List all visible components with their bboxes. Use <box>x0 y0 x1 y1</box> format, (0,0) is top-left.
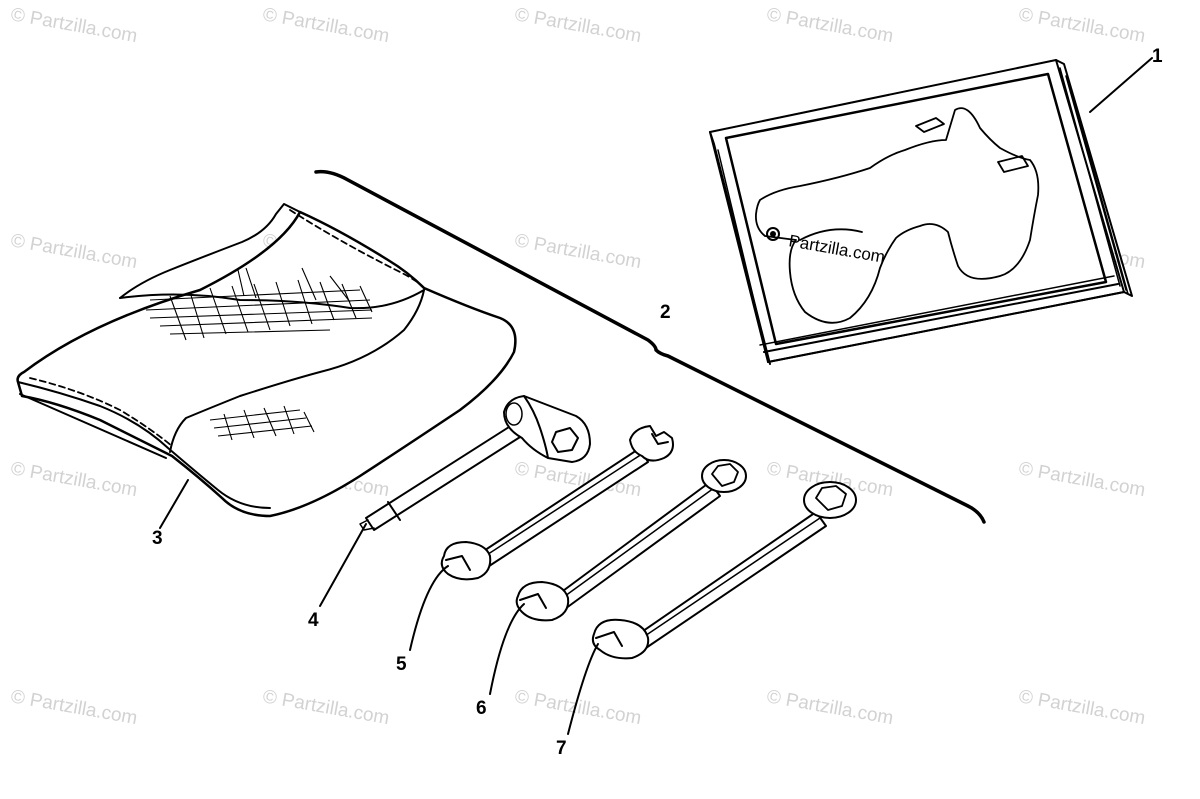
watermark-text: © Partzilla.com <box>261 686 391 729</box>
bag-texture <box>145 267 373 441</box>
watermark-text: © Partzilla.com <box>9 230 139 273</box>
watermark-text: © Partzilla.com <box>9 4 139 47</box>
watermark-text: © Partzilla.com <box>261 4 391 47</box>
wrench-7[interactable] <box>591 481 857 660</box>
callout-labels: 1 2 3 4 5 6 7 <box>152 46 1163 759</box>
callout-2[interactable]: 2 <box>660 302 671 323</box>
watermark-text: © Partzilla.com <box>513 686 643 729</box>
watermark-text: © Partzilla.com <box>1017 458 1147 501</box>
watermark-text: © Partzilla.com <box>9 458 139 501</box>
tool-kit-bracket <box>314 169 986 524</box>
owners-manual[interactable]: Partzilla.com <box>709 59 1133 365</box>
leader-lines <box>159 57 1153 735</box>
callout-5[interactable]: 5 <box>396 654 407 675</box>
callout-3[interactable]: 3 <box>152 528 163 549</box>
watermark-text: © Partzilla.com <box>513 230 643 273</box>
plug-wrench[interactable] <box>359 395 591 531</box>
watermark-text: © Partzilla.com <box>1017 4 1147 47</box>
wrench-6[interactable] <box>515 459 747 622</box>
watermark-text: © Partzilla.com <box>765 4 895 47</box>
callout-6[interactable]: 6 <box>476 698 487 719</box>
watermark-text: © Partzilla.com <box>9 686 139 729</box>
callout-1[interactable]: 1 <box>1152 46 1163 67</box>
watermark-text: © Partzilla.com <box>765 686 895 729</box>
tool-bag[interactable] <box>16 203 517 518</box>
callout-7[interactable]: 7 <box>556 738 567 759</box>
callout-4[interactable]: 4 <box>308 610 319 631</box>
watermark-text: © Partzilla.com <box>1017 686 1147 729</box>
wrench-5[interactable] <box>440 425 674 581</box>
watermark-text: © Partzilla.com <box>513 4 643 47</box>
